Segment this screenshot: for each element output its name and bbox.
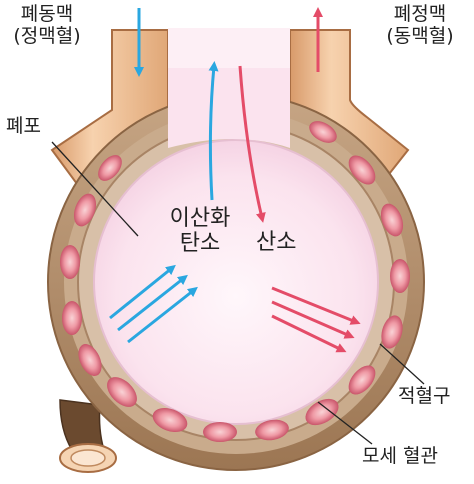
- o2-arrows: [238, 65, 361, 353]
- co2-arrows: [109, 61, 219, 344]
- rbc: [348, 155, 376, 185]
- rbc: [381, 315, 403, 349]
- capillary-label: 모세 혈관: [362, 445, 438, 467]
- rbc: [309, 121, 337, 143]
- pulmonary-artery-label: 폐동맥: [20, 3, 74, 25]
- rbc: [348, 365, 376, 395]
- rbc: [380, 203, 404, 237]
- alveolus-leader: [51, 141, 139, 237]
- co2-label-line1: 이산화: [169, 206, 231, 231]
- rbc: [78, 344, 102, 376]
- rbc-leader: [379, 343, 425, 385]
- pulmonary-artery-label-group: 폐동맥 (정맥혈): [2, 3, 92, 48]
- co2-label-line2: 탄소: [179, 231, 221, 257]
- rbc: [98, 155, 122, 181]
- capillary-leader: [317, 401, 373, 445]
- alveolus-interior: [93, 139, 379, 425]
- oxygen-label: 산소: [256, 230, 297, 255]
- red-blood-cells: [60, 121, 410, 442]
- alveolus-label: 폐포: [6, 115, 41, 137]
- rbc: [203, 422, 237, 442]
- rbc: [62, 301, 82, 335]
- rbc: [60, 245, 80, 279]
- rbc: [305, 398, 339, 426]
- pulmonary-vein-label-group: 폐정맥 (동맥혈): [370, 3, 470, 48]
- pulmonary-vein-sublabel: (동맥혈): [386, 24, 454, 47]
- rbc: [152, 407, 188, 433]
- rbc: [107, 377, 137, 407]
- rbc: [390, 259, 410, 293]
- pulmonary-vein-label: 폐정맥: [393, 3, 447, 25]
- rbc: [73, 193, 97, 227]
- red-blood-cell-label: 적혈구: [398, 385, 451, 407]
- rbc: [255, 419, 289, 441]
- co2-label-group: 이산화 탄소: [160, 206, 240, 257]
- pulmonary-artery-sublabel: (정맥혈): [13, 24, 81, 47]
